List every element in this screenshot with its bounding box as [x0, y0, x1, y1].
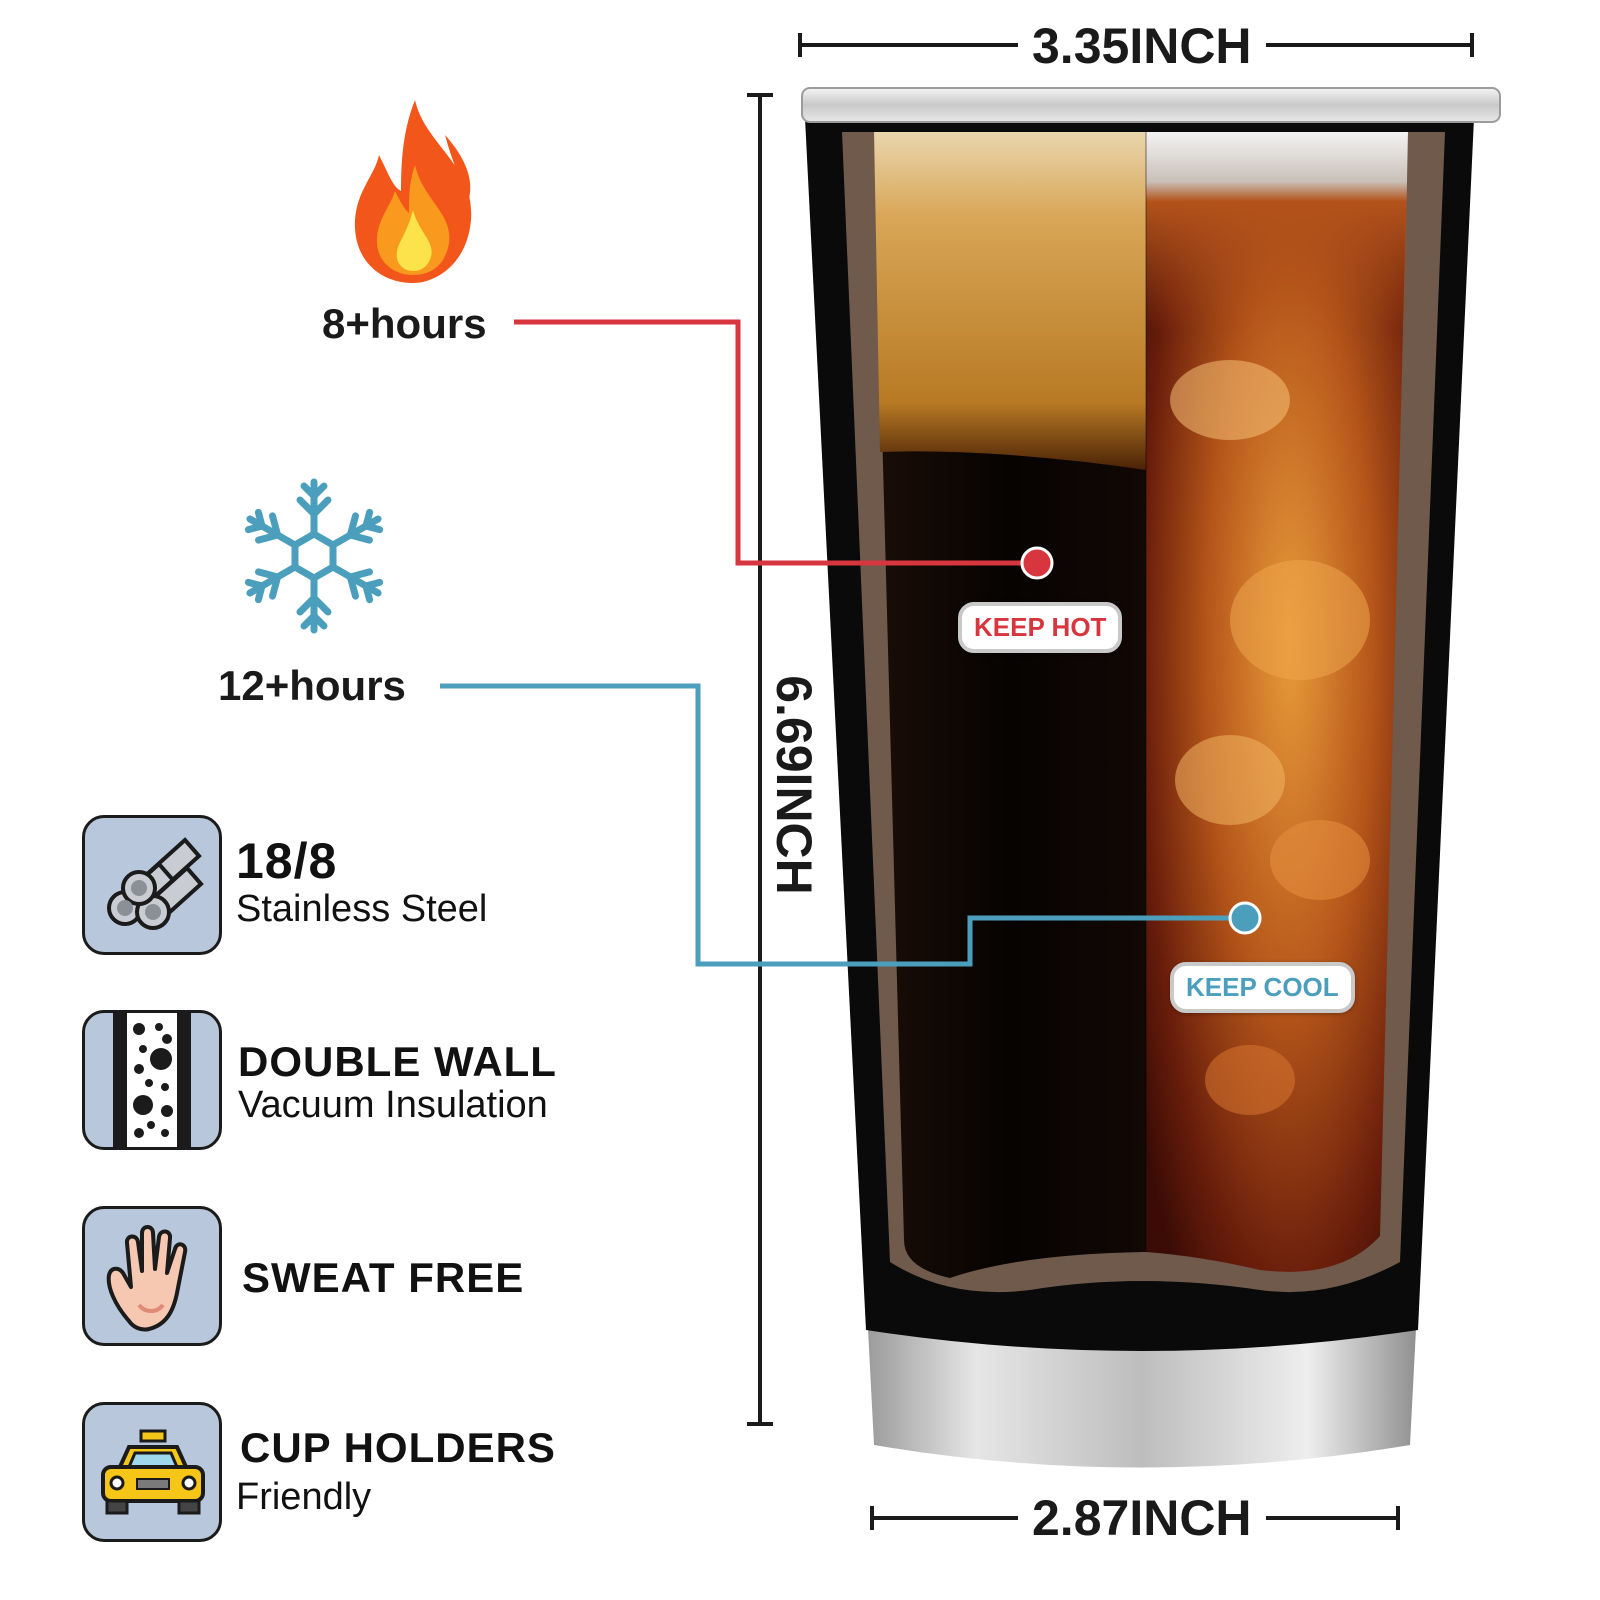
feature-title-cup-holders: CUP HOLDERS [240, 1424, 556, 1471]
keep-cool-badge: KEEP COOL [1170, 962, 1355, 1013]
hot-callout-line [514, 319, 1037, 566]
tumbler-lid [801, 87, 1501, 123]
feature-title-steel: 18/8 [236, 833, 338, 889]
cold-callout-dot [1228, 901, 1262, 935]
snowflake-icon [224, 478, 404, 636]
cold-callout-line [440, 683, 1245, 967]
feature-subtitle-steel: Stainless Steel [236, 888, 488, 930]
feature-subtitle-cup-holders: Friendly [236, 1476, 372, 1518]
height-label: 6.69INCH [763, 661, 824, 909]
car-icon [82, 1402, 222, 1542]
feature-title-double-wall: DOUBLE WALL [238, 1038, 557, 1085]
keep-hot-badge: KEEP HOT [958, 602, 1123, 653]
hand-icon [82, 1206, 222, 1346]
flame-icon [354, 100, 472, 283]
bottom-width-label: 2.87INCH [1018, 1488, 1266, 1548]
double-wall-icon [82, 1010, 222, 1150]
feature-title-sweat-free: SWEAT FREE [242, 1254, 525, 1301]
top-width-label: 3.35INCH [1018, 16, 1266, 76]
coffee-foam [874, 132, 1146, 470]
hot-callout-dot [1020, 546, 1054, 580]
hot-hours-label: 8+hours [322, 300, 487, 347]
steel-pipes-icon [82, 815, 222, 955]
cold-hours-label: 12+hours [218, 662, 406, 709]
feature-subtitle-double-wall: Vacuum Insulation [238, 1084, 548, 1126]
